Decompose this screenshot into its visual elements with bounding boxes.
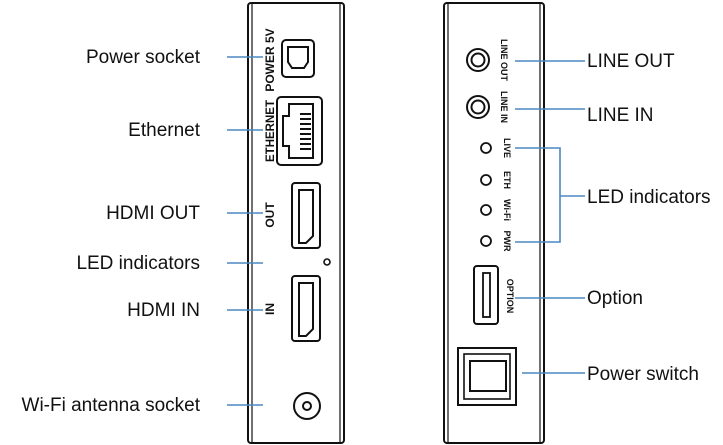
line-in-port-label: LINE IN xyxy=(499,91,509,123)
callout-led-indicators-left: LED indicators xyxy=(76,253,200,274)
hdmi-out-port-label: OUT xyxy=(263,202,277,228)
led-wifi xyxy=(480,204,492,216)
line-out-port-label: LINE OUT xyxy=(499,39,509,82)
led-pwr xyxy=(480,235,492,247)
callout-power-socket: Power socket xyxy=(86,47,201,68)
line-in-jack xyxy=(466,95,490,119)
hdmi-in-port-label: IN xyxy=(263,303,277,315)
ethernet-socket xyxy=(276,96,323,166)
led-live-label: LIVE xyxy=(502,138,512,158)
callout-option: Option xyxy=(587,288,643,309)
callout-hdmi-out: HDMI OUT xyxy=(106,203,200,224)
option-port-label: OPTION xyxy=(505,279,515,314)
led-indicator-dot xyxy=(323,258,331,266)
callout-power-switch: Power switch xyxy=(587,364,699,385)
left-device-panel xyxy=(247,2,345,444)
led-eth-label: ETH xyxy=(502,171,512,189)
hdmi-in-socket xyxy=(291,275,321,342)
power-socket xyxy=(281,39,315,78)
right-device-panel xyxy=(443,2,545,444)
callout-hdmi-in: HDMI IN xyxy=(127,300,200,321)
power-switch xyxy=(457,347,517,406)
ethernet-port-label: ETHERNET xyxy=(265,100,277,162)
led-pwr-label: PWR xyxy=(502,231,512,252)
led-live xyxy=(480,142,492,154)
line-out-jack xyxy=(466,48,490,72)
callout-line-in: LINE IN xyxy=(587,105,654,126)
led-eth xyxy=(480,174,492,186)
callout-ethernet: Ethernet xyxy=(128,120,201,141)
callout-wifi-antenna: Wi-Fi antenna socket xyxy=(22,395,201,416)
wifi-antenna-socket xyxy=(293,392,321,420)
leader-led-indicators-bracket xyxy=(515,147,585,243)
option-port xyxy=(473,265,499,325)
hdmi-out-socket xyxy=(291,182,321,249)
power-port-label: POWER 5V xyxy=(263,28,277,91)
callout-led-indicators-right: LED indicators xyxy=(587,187,711,208)
led-wifi-label: Wi-Fi xyxy=(502,199,512,221)
callout-line-out: LINE OUT xyxy=(587,51,675,72)
